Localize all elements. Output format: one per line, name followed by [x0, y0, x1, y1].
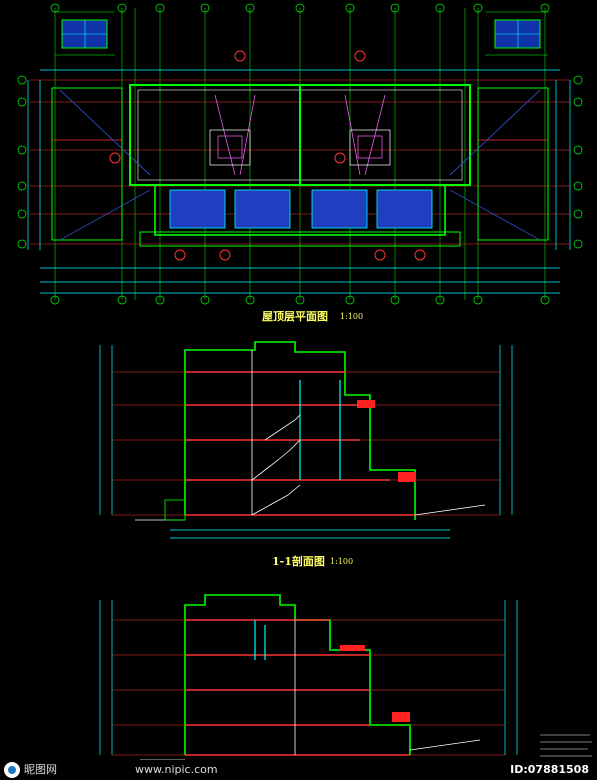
section2-notes	[540, 734, 592, 757]
section-1	[99, 341, 513, 539]
watermark-bar: 昵图网 www.nipic.com ID:07881508	[0, 760, 597, 780]
section2-ground	[140, 739, 481, 761]
plan-axis-bubbles	[17, 3, 583, 305]
axis-bubble	[50, 295, 60, 305]
red-axis-bubble	[334, 152, 346, 164]
axis-bubble	[473, 295, 483, 305]
section2-red-fills	[340, 645, 410, 722]
nipic-logo-icon	[4, 762, 20, 778]
axis-bubble	[390, 3, 400, 13]
top-left-detail	[55, 11, 115, 56]
axis-bubble	[245, 3, 255, 13]
section1-dimensions	[99, 345, 513, 539]
axis-bubble	[540, 295, 550, 305]
axis-bubble	[390, 295, 400, 305]
axis-bubble	[17, 75, 27, 85]
section1-red-fills	[357, 400, 416, 482]
axis-bubble	[117, 3, 127, 13]
axis-bubble	[573, 239, 583, 249]
axis-bubble	[573, 145, 583, 155]
axis-bubble	[200, 295, 210, 305]
axis-bubble	[17, 239, 27, 249]
red-axis-bubble	[219, 249, 231, 261]
section-2	[99, 594, 592, 761]
axis-bubble	[573, 75, 583, 85]
axis-bubble	[155, 295, 165, 305]
roof-plan	[17, 3, 583, 305]
watermark-id: ID:07881508	[510, 763, 589, 776]
plan-side-wings	[51, 87, 549, 241]
axis-bubble	[17, 97, 27, 107]
axis-bubble	[473, 3, 483, 13]
watermark-url: www.nipic.com	[135, 763, 218, 776]
plan-chimney-details	[209, 129, 391, 166]
section2-walls	[184, 594, 411, 756]
axis-bubble	[117, 295, 127, 305]
section1-level-lines	[112, 371, 500, 516]
axis-bubble	[345, 3, 355, 13]
section-1-1-title: 1-1剖面图	[272, 555, 325, 568]
red-axis-bubble	[374, 249, 386, 261]
axis-bubble	[435, 295, 445, 305]
red-axis-bubble	[174, 249, 186, 261]
axis-bubble	[17, 181, 27, 191]
axis-bubble	[573, 181, 583, 191]
axis-bubble	[155, 3, 165, 13]
section-1-1-scale: 1:100	[330, 557, 354, 566]
red-axis-bubble	[109, 152, 121, 164]
top-right-detail	[485, 11, 548, 56]
axis-bubble	[345, 295, 355, 305]
roof-plan-scale: 1:100	[340, 312, 364, 321]
section1-walls	[184, 341, 416, 520]
roof-plan-title: 屋顶层平面图	[262, 310, 328, 323]
axis-bubble	[200, 3, 210, 13]
axis-bubble	[435, 3, 445, 13]
axis-bubble	[295, 3, 305, 13]
plan-building-outline	[129, 84, 471, 247]
axis-bubble	[245, 295, 255, 305]
axis-bubble	[295, 295, 305, 305]
red-axis-bubble	[414, 249, 426, 261]
section1-ground	[135, 499, 486, 521]
axis-bubble	[540, 3, 550, 13]
axis-bubble	[573, 209, 583, 219]
section1-stairs	[251, 414, 301, 516]
plan-stair-fills	[169, 189, 433, 229]
plan-roof-slopes	[59, 89, 541, 241]
axis-bubble	[17, 145, 27, 155]
axis-bubble	[17, 209, 27, 219]
axis-bubble	[573, 97, 583, 107]
section2-level-lines	[112, 619, 505, 756]
watermark-site: 昵图网	[24, 763, 57, 776]
section2-dimensions	[99, 600, 518, 755]
red-axis-bubble	[234, 50, 246, 62]
axis-bubble	[50, 3, 60, 13]
plan-dimension-lines	[27, 69, 571, 294]
red-axis-bubble	[354, 50, 366, 62]
